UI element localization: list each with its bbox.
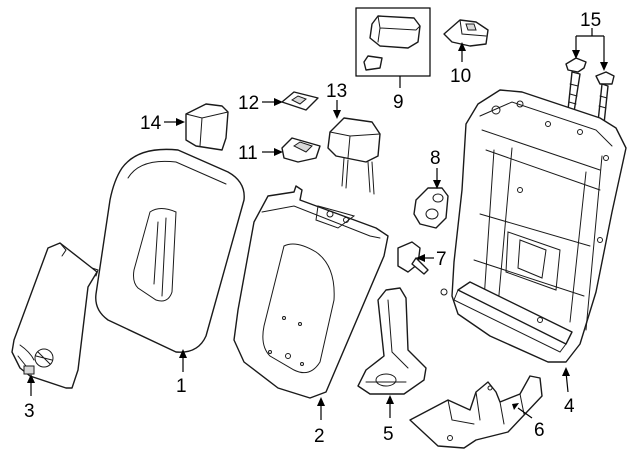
callout-label-5: 5 [383, 424, 394, 445]
callout-label-2: 2 [314, 426, 325, 447]
part-3-side-panel [11, 242, 99, 389]
callout-8: 8 [430, 148, 441, 189]
callout-9: 9 [393, 76, 404, 113]
part-14-head-restraint [185, 103, 229, 151]
callout-label-15: 15 [580, 10, 601, 31]
part-2-back-panel [233, 185, 389, 399]
callout-label-7: 7 [436, 249, 447, 270]
callout-label-10: 10 [450, 66, 471, 87]
part-1-back-cushion [95, 148, 245, 353]
callout-label-13: 13 [326, 81, 347, 102]
callout-label-4: 4 [564, 396, 575, 417]
callout-6: 6 [512, 403, 545, 441]
callout-10: 10 [450, 42, 471, 87]
callout-label-3: 3 [24, 401, 35, 422]
part-11-bracket [281, 137, 321, 163]
callout-15: 15 [572, 10, 608, 71]
callout-label-11: 11 [238, 143, 258, 164]
callout-label-12: 12 [238, 93, 259, 114]
callout-4: 4 [562, 367, 575, 417]
callout-13: 13 [326, 81, 347, 119]
callout-label-6: 6 [534, 420, 545, 441]
callout-label-8: 8 [430, 148, 441, 169]
part-6-hinge [409, 375, 543, 449]
part-10-clip [443, 19, 489, 47]
part-4-frame [440, 89, 627, 363]
callout-2: 2 [314, 397, 325, 447]
callout-1: 1 [176, 349, 187, 397]
callout-label-9: 9 [393, 92, 404, 113]
part-5-bracket [357, 287, 427, 395]
callout-label-1: 1 [176, 376, 187, 397]
callout-11: 11 [238, 143, 283, 164]
callout-12: 12 [238, 93, 283, 114]
callout-7: 7 [416, 249, 447, 270]
part-7-actuator [397, 241, 429, 275]
callout-label-14: 14 [140, 113, 162, 134]
callout-14: 14 [140, 113, 185, 134]
part-8-latch [413, 187, 449, 229]
part-13-headrest [327, 117, 381, 195]
part-9-inset [355, 7, 431, 77]
callout-5: 5 [383, 395, 394, 445]
callout-3: 3 [24, 374, 35, 422]
part-12-pad [281, 91, 319, 111]
